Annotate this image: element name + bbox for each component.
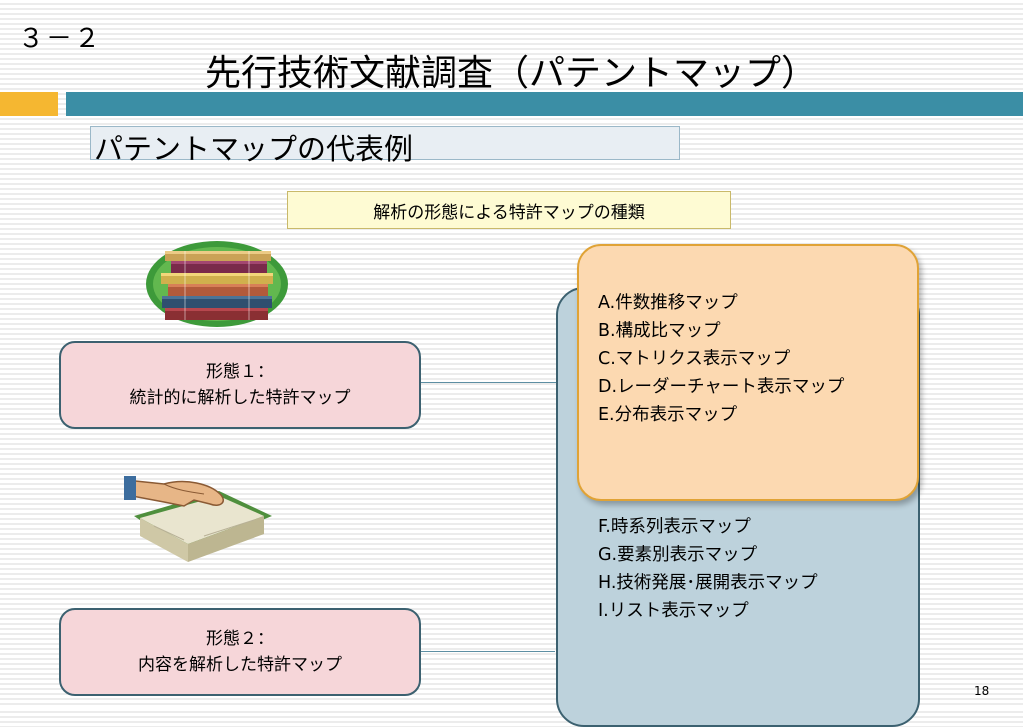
slide-title: 先行技術文献調査（パテントマップ） xyxy=(205,53,818,94)
form1-connector-line xyxy=(421,382,579,383)
form1-box: 形態１： 統計的に解析した特許マップ xyxy=(59,341,421,429)
form2-description: 内容を解析した特許マップ xyxy=(138,655,342,675)
statistical-map-type-list: A.件数推移マップ B.構成比マップ C.マトリクス表示マップ D.レーダーチャ… xyxy=(598,289,844,429)
map-type-item: I.リスト表示マップ xyxy=(598,601,749,621)
subtitle: パテントマップの代表例 xyxy=(94,132,414,166)
content-map-type-list: F.時系列表示マップ G.要素別表示マップ H.技術発展･展開表示マップ I.リ… xyxy=(598,513,818,625)
form2-box: 形態２： 内容を解析した特許マップ xyxy=(59,608,421,696)
form1-description: 統計的に解析した特許マップ xyxy=(129,388,351,408)
page-number: 18 xyxy=(974,684,990,698)
section-number: ３－２ xyxy=(18,24,103,54)
form2-connector-line xyxy=(421,651,555,652)
hand-on-book-clipart-icon xyxy=(124,476,272,562)
statistical-map-types-panel xyxy=(577,244,919,501)
map-type-item: B.構成比マップ xyxy=(598,321,721,341)
map-type-item: A.件数推移マップ xyxy=(598,293,738,313)
form1-label: 形態１： xyxy=(206,362,274,382)
map-type-item: H.技術発展･展開表示マップ xyxy=(598,573,818,593)
books-clipart-icon xyxy=(146,241,288,327)
map-type-item: F.時系列表示マップ xyxy=(598,517,751,537)
title-accent-bar-teal xyxy=(66,92,1023,116)
title-accent-bar-orange xyxy=(0,92,58,116)
subtitle-box xyxy=(90,126,680,160)
form2-label: 形態２： xyxy=(206,629,274,649)
map-type-item: E.分布表示マップ xyxy=(598,405,738,425)
map-type-item: C.マトリクス表示マップ xyxy=(598,349,791,369)
map-type-item: D.レーダーチャート表示マップ xyxy=(598,377,845,397)
map-type-item: G.要素別表示マップ xyxy=(598,545,758,565)
caption-text: 解析の形態による特許マップの種類 xyxy=(373,202,645,223)
caption-box: 解析の形態による特許マップの種類 xyxy=(287,191,731,229)
